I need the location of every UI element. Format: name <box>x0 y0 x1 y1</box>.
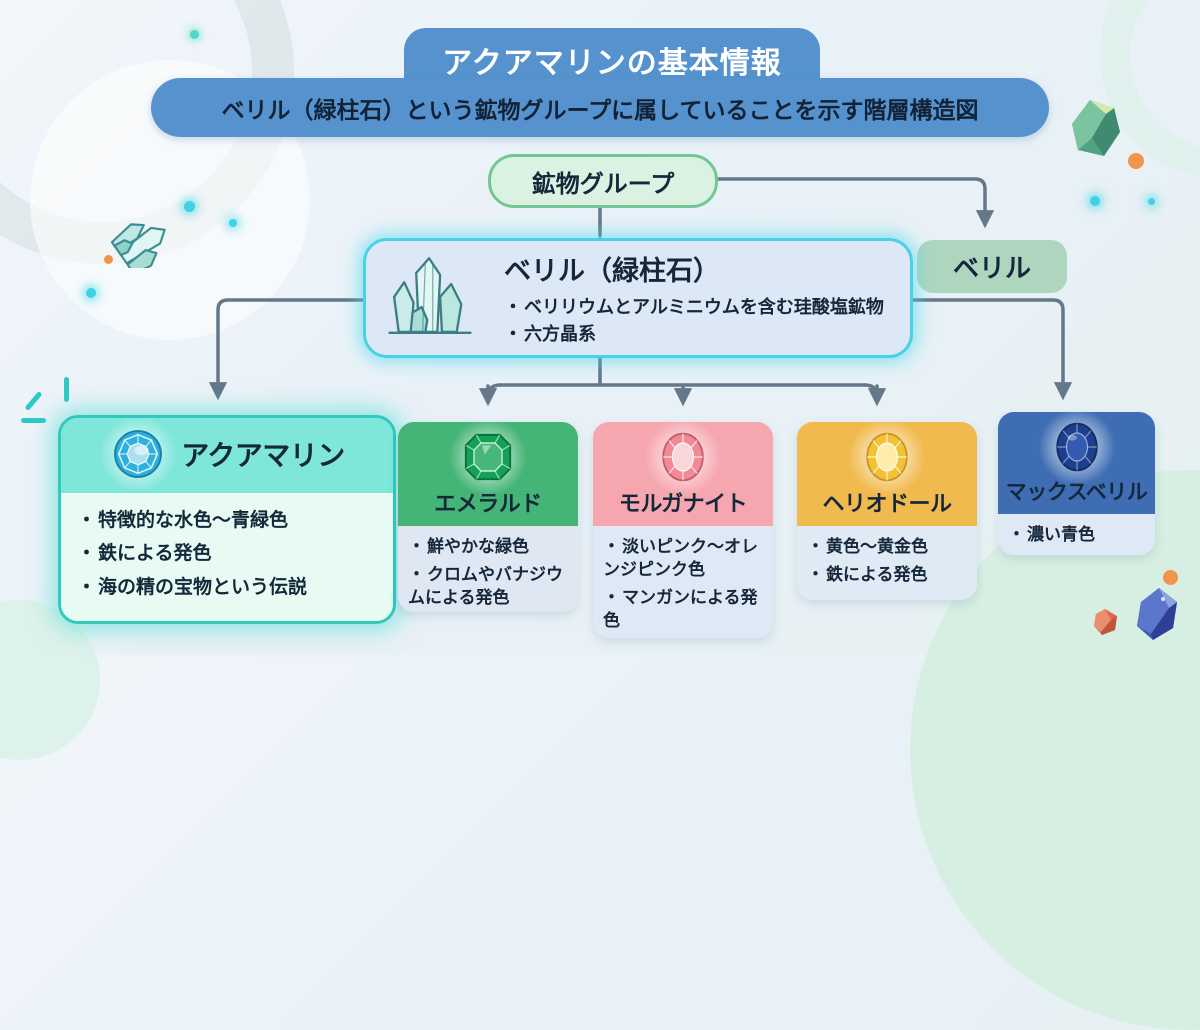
sparkle-dot <box>86 288 96 298</box>
bullet-item: 淡いピンク〜オレンジピンク色 <box>603 536 763 582</box>
sparkle-dot <box>190 30 199 39</box>
bullet-item: 特徴的な水色〜青緑色 <box>77 507 377 536</box>
bullet-item: クロムやバナジウムによる発色 <box>408 564 568 610</box>
background-mint-blob <box>0 600 100 760</box>
bullet-item: 鉄による発色 <box>807 564 967 587</box>
node-label: ベリル <box>952 253 1031 283</box>
bullet-item: 黄色〜黄金色 <box>807 536 967 559</box>
card-bullet-list: 黄色〜黄金色 鉄による発色 <box>807 536 967 587</box>
node-label: 鉱物グループ <box>531 170 675 198</box>
crystal-cluster-icon <box>384 254 494 343</box>
sparkle-dot <box>184 201 195 212</box>
heliodor-gem-icon <box>848 422 926 496</box>
sparkle-dot <box>1148 198 1155 205</box>
card-emerald: エメラルド 鮮やかな緑色 クロムやバナジウムによる発色 <box>398 422 578 612</box>
sparkle-dot <box>1090 196 1100 206</box>
emerald-gem-icon <box>449 422 527 496</box>
card-bullet-list: 淡いピンク〜オレンジピンク色 マンガンによる発色 <box>603 536 763 633</box>
card-aquamarine: アクアマリン 特徴的な水色〜青緑色 鉄による発色 海の精の宝物という伝説 <box>58 415 396 624</box>
sparkle-icon <box>64 377 69 402</box>
aquamarine-gem-icon <box>99 418 178 494</box>
card-morganite: モルガナイト 淡いピンク〜オレンジピンク色 マンガンによる発色 <box>593 422 773 638</box>
page-title: アクアマリンの基本情報 <box>442 47 782 80</box>
card-body: 鮮やかな緑色 クロムやバナジウムによる発色 <box>398 526 578 612</box>
bullet-item: マンガンによる発色 <box>603 587 763 633</box>
card-header: ヘリオドール <box>797 422 977 526</box>
card-title: マックスベリル <box>1005 481 1148 504</box>
card-title: アクアマリン <box>181 440 345 472</box>
card-body: 黄色〜黄金色 鉄による発色 <box>797 526 977 600</box>
bullet-item: ベリリウムとアルミニウムを含む珪酸塩鉱物 <box>504 294 884 320</box>
card-header: モルガナイト <box>593 422 773 526</box>
card-header: アクアマリン <box>61 418 393 494</box>
morganite-gem-icon <box>644 422 722 496</box>
card-heliodor: ヘリオドール 黄色〜黄金色 鉄による発色 <box>797 422 977 600</box>
card-bullet-list: 鮮やかな緑色 クロムやバナジウムによる発色 <box>408 536 568 610</box>
card-header: エメラルド <box>398 422 578 526</box>
card-body: 淡いピンク〜オレンジピンク色 マンガンによる発色 <box>593 526 773 638</box>
card-body: 特徴的な水色〜青緑色 鉄による発色 海の精の宝物という伝説 <box>61 492 393 621</box>
node-mineral-group: 鉱物グループ <box>488 154 718 208</box>
card-maxixe-beryl: マックスベリル 濃い青色 <box>998 412 1155 555</box>
sparkle-dot <box>229 219 237 227</box>
node-beryl-main: ベリル（緑柱石） ベリリウムとアルミニウムを含む珪酸塩鉱物 六方晶系 <box>363 238 913 358</box>
bullet-item: 海の精の宝物という伝説 <box>77 574 377 603</box>
bullet-item: 六方晶系 <box>504 321 884 347</box>
orange-dot <box>1128 153 1144 169</box>
blue-gem-icon <box>1137 588 1177 640</box>
page-subtitle: ベリル（緑柱石）という鉱物グループに属していることを示す階層構造図 <box>221 96 979 123</box>
red-gem-icon <box>1094 609 1117 635</box>
sparkle-icon <box>24 390 43 412</box>
sparkle-icon <box>21 418 46 423</box>
rough-gem-icon <box>1072 100 1120 156</box>
bullet-item: 濃い青色 <box>1008 524 1145 547</box>
bullet-item: 鮮やかな緑色 <box>408 536 568 559</box>
card-header: マックスベリル <box>998 412 1155 514</box>
card-body: 濃い青色 <box>998 514 1155 555</box>
bullet-item: 鉄による発色 <box>77 540 377 569</box>
node-bullet-list: ベリリウムとアルミニウムを含む珪酸塩鉱物 六方晶系 <box>504 294 884 346</box>
crystal-decoration-icon <box>110 223 166 268</box>
orange-dot <box>104 255 113 264</box>
node-title: ベリル（緑柱石） <box>504 256 720 287</box>
maxixe-gem-icon <box>1037 412 1116 486</box>
subtitle-banner: ベリル（緑柱石）という鉱物グループに属していることを示す階層構造図 <box>151 78 1049 137</box>
card-bullet-list: 濃い青色 <box>1008 524 1145 547</box>
card-bullet-list: 特徴的な水色〜青緑色 鉄による発色 海の精の宝物という伝説 <box>77 507 377 603</box>
orange-dot <box>1163 570 1178 585</box>
node-beryl-pill: ベリル <box>917 240 1067 293</box>
